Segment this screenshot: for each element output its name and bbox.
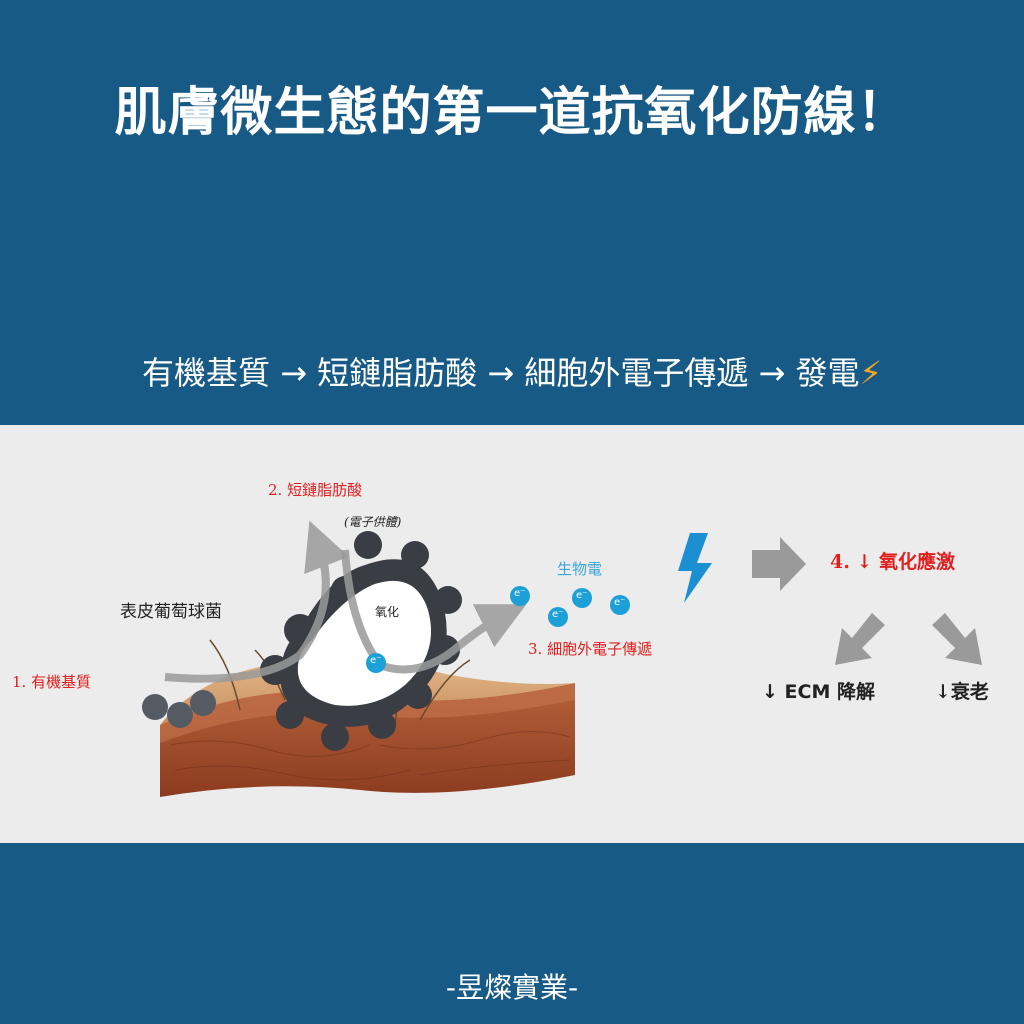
label-aging: ↓衰老 — [935, 681, 989, 703]
label-oxidation: 氧化 — [375, 605, 400, 619]
label-oxidative-stress: 4. ↓ 氧化應激 — [830, 551, 955, 573]
label-scfa: 2. 短鏈脂肪酸 — [268, 481, 363, 499]
electron-label: e⁻ — [576, 590, 588, 601]
result-arrow-right — [752, 537, 806, 591]
result-arrow-down-left — [835, 613, 885, 665]
pathway-subtitle: 有機基質 → 短鏈脂肪酸 → 細胞外電子傳遞 → 發電⚡ — [0, 348, 1024, 394]
diagram-panel: 2. 短鏈脂肪酸 (電子供體) 氧化 表皮葡萄球菌 1. 有機基質 生物電 3.… — [0, 425, 1024, 843]
electron-label: e⁻ — [552, 609, 564, 620]
electron-particles — [366, 586, 630, 673]
diagram-illustration — [142, 520, 982, 797]
label-bacteria: 表皮葡萄球菌 — [120, 602, 222, 622]
label-electron-donor: (電子供體) — [344, 515, 402, 529]
organic-substrate-particles — [142, 690, 216, 728]
result-arrow-down-right — [932, 613, 982, 665]
label-eet: 3. 細胞外電子傳遞 — [528, 640, 653, 658]
label-bioelectric: 生物電 — [557, 560, 603, 578]
scfa-flow-arrow — [164, 520, 350, 683]
electron-label: e⁻ — [514, 588, 526, 599]
electron-label: e⁻ — [370, 655, 382, 666]
electron-label: e⁻ — [614, 597, 626, 608]
brand-footer: -昱燦實業- — [445, 971, 579, 1004]
lightning-icon: ⚡ — [859, 354, 882, 392]
electron-flow-arrow — [341, 549, 527, 674]
pathway-text: 有機基質 → 短鏈脂肪酸 → 細胞外電子傳遞 → 發電 — [142, 354, 860, 392]
page-title: 肌膚微生態的第一道抗氧化防線！ — [114, 83, 910, 143]
label-ecm: ↓ ECM 降解 — [762, 681, 875, 703]
label-organic: 1. 有機基質 — [12, 673, 92, 691]
lightning-bolt-icon — [678, 533, 712, 603]
